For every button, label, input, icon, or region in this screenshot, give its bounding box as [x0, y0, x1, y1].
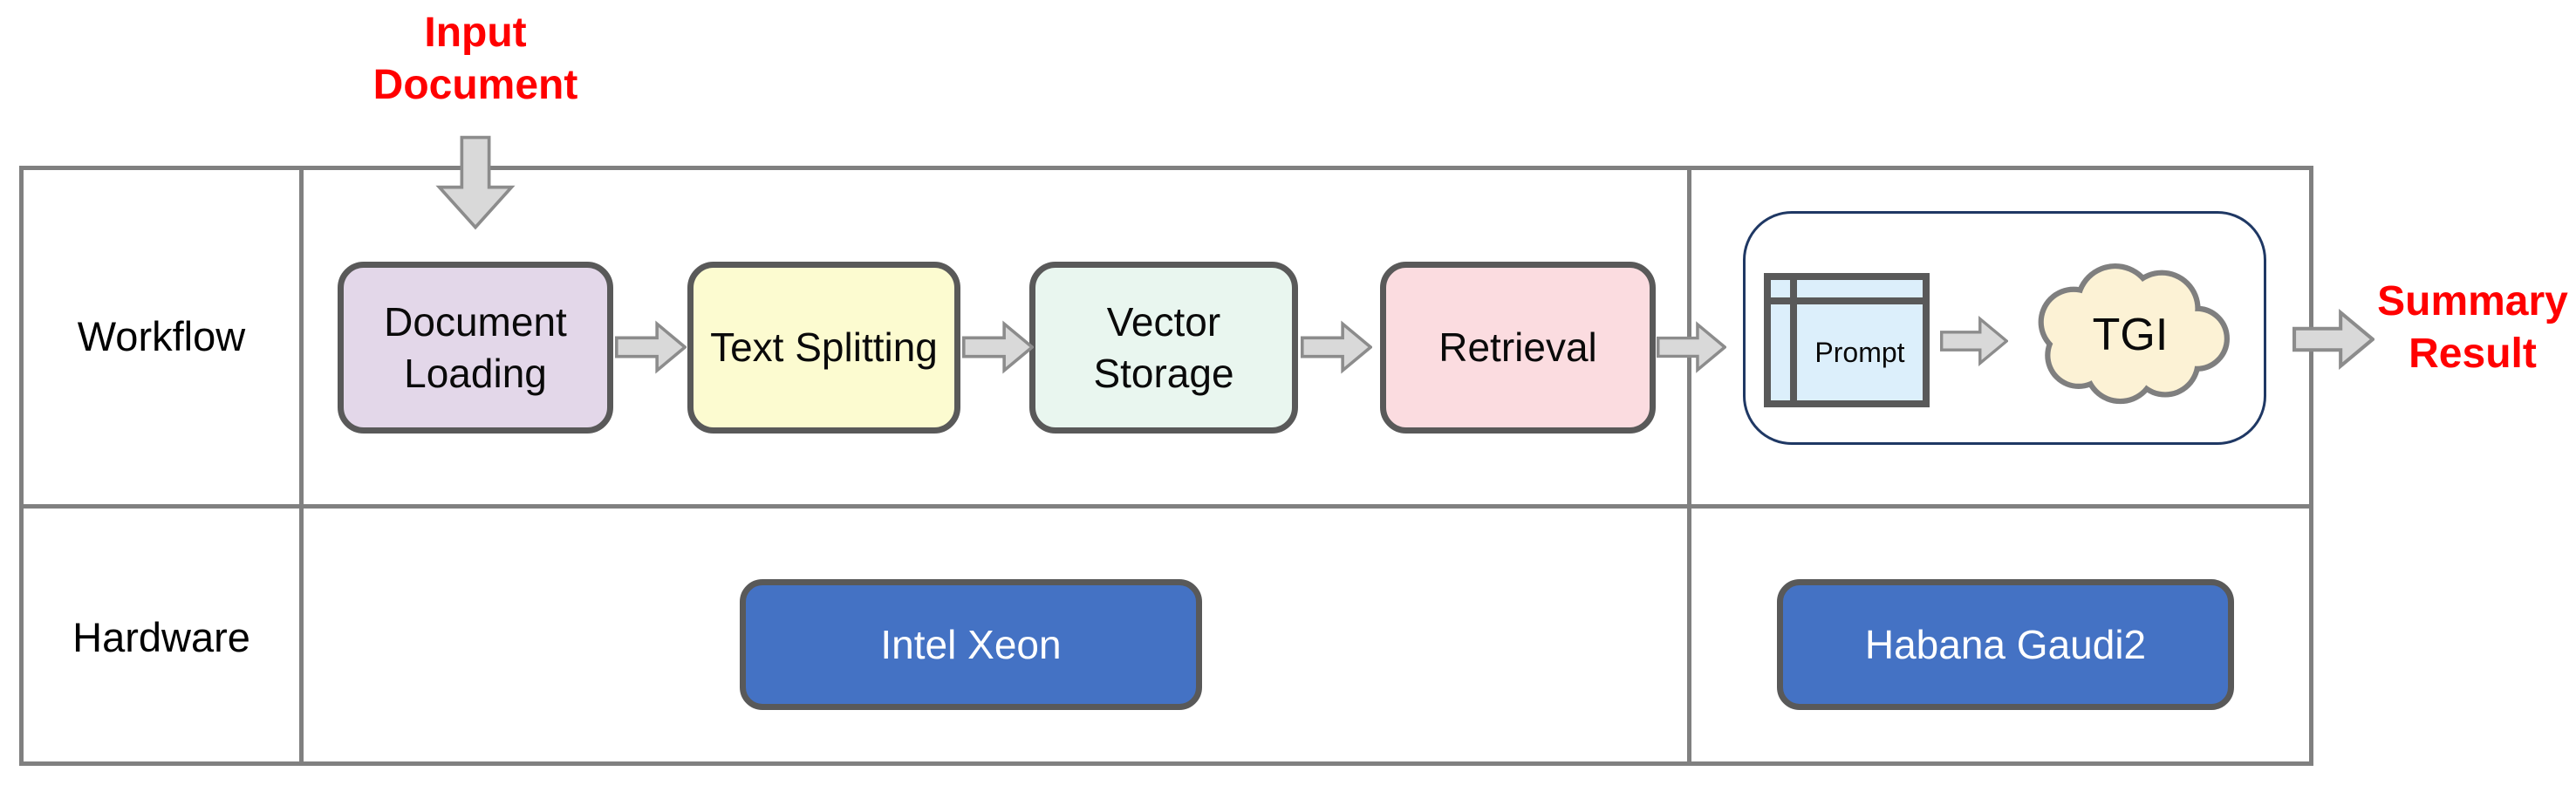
table-column-divider-2: [1687, 166, 1691, 766]
summary-label-line2: Result: [2409, 331, 2537, 377]
hardware-intel-xeon: Intel Xeon: [740, 579, 1202, 710]
tgi-cloud-icon: [2038, 263, 2230, 405]
input-label-line1: Input: [424, 10, 527, 56]
input-document-label: Input Document: [336, 7, 615, 112]
table-frame: [19, 166, 2313, 766]
hardware-row-label: Hardware: [72, 613, 250, 660]
flow-arrow-icon: [1657, 321, 1726, 373]
prompt-window-icon: Prompt: [1764, 273, 1930, 407]
table-column-divider-1: [299, 166, 304, 766]
flow-arrow-icon: [962, 320, 1034, 374]
prompt-window-side-rule: [1790, 280, 1797, 400]
step-text-splitting: Text Splitting: [687, 262, 960, 434]
step-vector-storage: Vector Storage: [1029, 262, 1298, 434]
down-arrow-icon: [435, 135, 516, 230]
flow-arrow-icon: [1940, 315, 2008, 367]
flow-arrow-icon: [1301, 320, 1372, 374]
input-label-line2: Document: [372, 62, 578, 108]
prompt-window-header-rule: [1771, 297, 1923, 304]
summary-result-label: Summary Result: [2369, 276, 2576, 380]
output-arrow-icon: [2292, 308, 2374, 371]
step-document-loading: Document Loading: [338, 262, 613, 434]
step-retrieval: Retrieval: [1380, 262, 1656, 434]
summary-label-line1: Summary: [2377, 278, 2568, 324]
prompt-label: Prompt: [1814, 336, 1905, 368]
tgi-cloud-label: TGI: [2092, 310, 2169, 360]
hardware-habana-gaudi2: Habana Gaudi2: [1777, 579, 2234, 710]
workflow-row-label: Workflow: [77, 312, 246, 359]
flow-arrow-icon: [615, 320, 687, 374]
table-row-divider: [19, 504, 2313, 509]
